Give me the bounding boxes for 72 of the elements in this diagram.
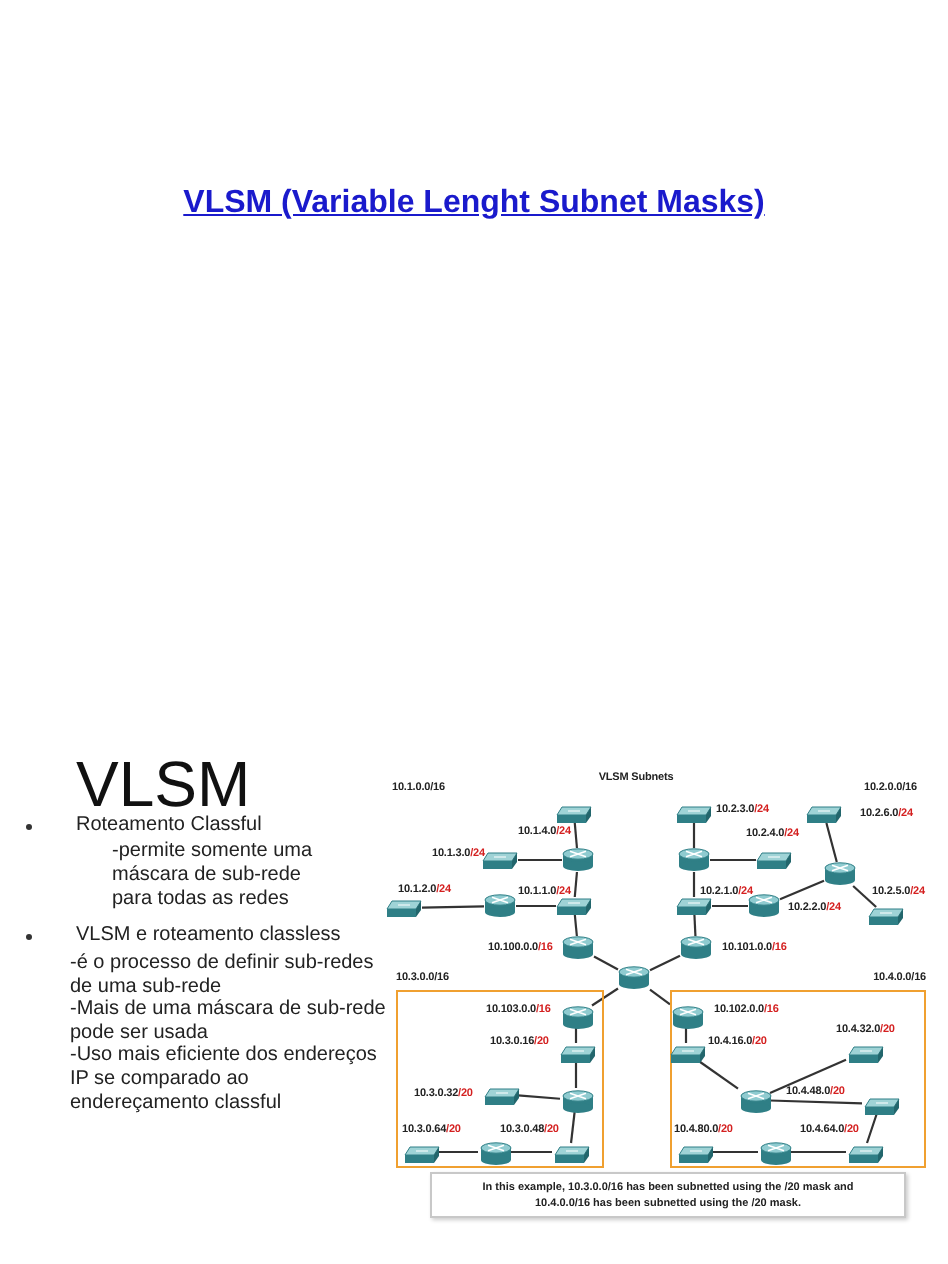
network-link <box>573 822 579 849</box>
network-link <box>852 885 877 908</box>
network-link <box>710 858 756 862</box>
network-link <box>790 1150 846 1154</box>
router-icon <box>562 1090 594 1114</box>
switch-icon <box>756 851 792 869</box>
switch-icon <box>676 897 712 915</box>
network-link <box>518 858 562 862</box>
switch-icon <box>676 805 712 823</box>
router-icon <box>678 848 710 872</box>
network-link <box>516 904 556 908</box>
network-link <box>574 1061 578 1088</box>
network-link <box>825 822 838 863</box>
title: VLSM (Variable Lenght Subnet Masks) <box>181 186 767 222</box>
router-icon <box>618 966 650 990</box>
bullet-text: -Uso mais eficiente dos endereços IP se comparado ao endereçamento classful <box>70 1044 379 1116</box>
router-icon <box>740 1090 772 1114</box>
subnet-frame <box>396 990 604 1168</box>
router-icon <box>562 848 594 872</box>
switch-icon <box>386 899 422 917</box>
bullet-text: -é o processo de definir sub-redes de uma sub-rede <box>70 952 376 999</box>
network-link <box>593 955 619 971</box>
network-link <box>649 954 681 972</box>
network-link <box>865 1112 879 1144</box>
router-icon <box>480 1142 512 1166</box>
network-link <box>591 987 619 1007</box>
network-link <box>698 1060 739 1090</box>
network-link <box>769 1058 847 1095</box>
network-link <box>693 914 697 937</box>
router-icon <box>562 936 594 960</box>
note-box <box>430 1172 906 1218</box>
bullet-text: -Mais de uma máscara de sub-rede pode ser usada <box>70 998 388 1045</box>
switch-icon <box>556 897 592 915</box>
switch-icon <box>554 1145 590 1163</box>
switch-icon <box>848 1145 884 1163</box>
router-icon <box>672 1006 704 1030</box>
switch-icon <box>484 1087 520 1105</box>
network-link <box>517 1094 561 1100</box>
switch-icon <box>404 1145 440 1163</box>
network-link <box>438 1150 478 1154</box>
slide-heading: VLSM <box>76 754 251 814</box>
switch-icon <box>864 1097 900 1115</box>
network-link <box>712 904 748 908</box>
network-link <box>692 823 696 848</box>
router-icon <box>562 1006 594 1030</box>
switch-icon <box>670 1045 706 1063</box>
switch-icon <box>678 1145 714 1163</box>
network-link <box>421 905 485 909</box>
network-link <box>573 914 578 937</box>
network-link <box>569 1111 576 1144</box>
switch-icon <box>848 1045 884 1063</box>
switch-icon <box>482 851 518 869</box>
router-icon <box>680 936 712 960</box>
bullet-text: Roteamento Classful <box>76 814 264 838</box>
network-link <box>692 872 696 897</box>
subnet-frame <box>670 990 926 1168</box>
network-link <box>649 988 671 1006</box>
network-link <box>510 1150 552 1154</box>
bullet-text: VLSM e roteamento classless <box>76 924 343 948</box>
switch-icon <box>556 805 592 823</box>
switch-icon <box>560 1045 596 1063</box>
bullet-text: -permite somente uma máscara de sub-rede para todas as redes <box>112 840 315 912</box>
network-link <box>712 1150 758 1154</box>
router-icon <box>484 894 516 918</box>
network-link <box>769 1099 863 1105</box>
switch-icon <box>806 805 842 823</box>
switch-icon <box>868 907 904 925</box>
network-link <box>779 879 825 901</box>
network-link <box>573 871 579 898</box>
router-icon <box>760 1142 792 1166</box>
router-icon <box>824 862 856 886</box>
router-icon <box>748 894 780 918</box>
